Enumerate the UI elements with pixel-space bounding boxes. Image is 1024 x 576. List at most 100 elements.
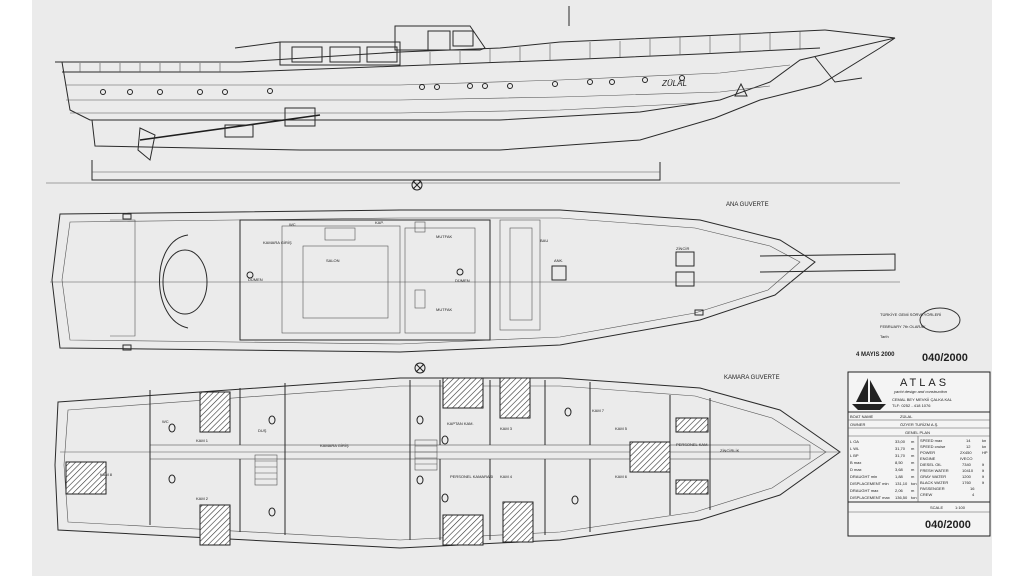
title-address-1: CEMAL BEY MEVKİİ ÇALKA KAL xyxy=(892,397,953,402)
title-scale-label: SCALE xyxy=(930,505,943,510)
cabin-entry-label: KAMARA GİRİŞ xyxy=(320,443,349,448)
aft-sofa-curve xyxy=(159,234,189,329)
spec-right-4-unit: lt xyxy=(982,462,985,467)
main-deck-outline xyxy=(51,209,816,353)
bed-cabin-7 xyxy=(629,441,671,473)
title-owner-label: OWNER xyxy=(850,422,865,427)
main-cabin-entry-label: KAMARA GİRİŞ xyxy=(263,240,292,245)
spec-left-2-unit: m xyxy=(911,453,915,458)
stamp-line-1: TÜRKİYE GEMİ SÖRVEYÖRLERİ xyxy=(880,312,941,317)
cabin-shower-label: DUŞ xyxy=(258,428,267,433)
anchor-winch-1 xyxy=(675,251,695,267)
main-chain-label: ZİNCİR xyxy=(676,246,689,251)
spec-left-6-value: 131,10 xyxy=(895,481,908,486)
title-subtitle: yacht design and construction xyxy=(893,389,948,394)
portholes xyxy=(100,75,685,95)
spec-right-2-unit: HP xyxy=(982,450,988,455)
steering-wheel xyxy=(246,271,254,279)
title-brand: ATLAS xyxy=(900,377,949,389)
bed-cabin-4 xyxy=(499,377,531,419)
cabin-label-kam4: KAM 4 xyxy=(500,474,513,479)
spec-left-5-unit: m xyxy=(911,474,915,479)
bed-aft-master xyxy=(65,461,107,495)
cleat-fwd-port xyxy=(694,309,704,316)
spec-right-2-key: POWER xyxy=(920,450,935,455)
main-galley-label-2: MUTFAK xyxy=(436,307,453,312)
bed-cabin-5 xyxy=(442,514,484,546)
stamp-line-2: FEBRUARY 7th OLARAK xyxy=(880,324,926,329)
engine-block xyxy=(224,124,254,138)
bed-cabin-3 xyxy=(442,377,484,409)
spec-left-7-unit: m xyxy=(911,488,915,493)
spec-left-0-key: L OA xyxy=(850,439,859,444)
spec-right-1-unit: kn xyxy=(982,444,986,449)
stamp-seal xyxy=(919,307,961,333)
main-mast-step xyxy=(456,268,464,276)
approval-stamp: TÜRKİYE GEMİ SÖRVEYÖRLERİ FEBRUARY 7th O… xyxy=(856,307,968,364)
spec-right-3-value: IVECO xyxy=(960,456,972,461)
cabin-label-kaptan: KAPTAN KAM. xyxy=(447,421,474,426)
hull-name-label: ZÜLAL xyxy=(661,79,687,88)
spec-left-6-key: DISPLACEMENT min xyxy=(850,481,889,486)
galley-stove xyxy=(414,289,426,309)
cleat-aft-port xyxy=(122,344,132,351)
spec-right-7-unit: lt xyxy=(982,480,985,485)
spec-right-8-key: PASSENGER xyxy=(920,486,945,491)
spec-left-8-value: 136,50 xyxy=(895,495,908,500)
section-cross-marker-1 xyxy=(411,179,423,191)
spec-left-7-value: 2,06 xyxy=(895,488,904,493)
forward-hatch xyxy=(551,265,567,281)
cabin-label-personel-2: PERSONEL KAM. xyxy=(676,442,709,447)
spec-table-right: SPEED max 14 kn SPEED cruise 12 kn POWER… xyxy=(920,438,988,497)
main-deck-plan: ANA GUVERTE SALON MUTFAK MUTFAK DÜMEN DÜ… xyxy=(50,202,900,353)
spec-left-5-value: 1,88 xyxy=(895,474,904,479)
galley xyxy=(404,227,476,334)
spec-right-4-key: DIESEL OIL xyxy=(920,462,942,467)
cabin-label-kam5: KAM 5 xyxy=(615,426,628,431)
spec-left-4-key: D max xyxy=(850,467,862,472)
main-deck-title: ANA GUVERTE xyxy=(726,202,769,208)
bulwark-rail xyxy=(62,29,826,63)
spec-left-4-value: 3,68 xyxy=(895,467,904,472)
spec-left-2-value: 31,70 xyxy=(895,453,906,458)
bed-cabin-1 xyxy=(199,391,231,433)
spec-right-1-value: 12 xyxy=(966,444,971,449)
spec-left-3-value: 8,50 xyxy=(895,460,904,465)
logo-mark-hull xyxy=(734,82,748,97)
spec-right-4-value: 7340 xyxy=(962,462,972,467)
title-address-2: TLF: 0252 - 418 1076 xyxy=(892,403,931,408)
spec-right-6-key: GRAY WATER xyxy=(920,474,946,479)
spec-left-3-unit: m xyxy=(911,460,915,465)
bow-detail xyxy=(814,56,863,83)
cabin-deck-inner-line xyxy=(63,385,827,541)
title-drawing-number: 040/2000 xyxy=(925,519,971,531)
spec-right-5-unit: lt xyxy=(982,468,985,473)
title-boat-name: ZÜLAL xyxy=(900,414,913,419)
bowsprit-plan xyxy=(759,253,896,273)
spec-table-left: L OA 33,00 m L WL 31,70 m L BP 31,70 m B… xyxy=(850,439,917,500)
wheelhouse-window xyxy=(452,30,474,47)
main-bau-label: BAU xyxy=(540,238,548,243)
cabin-label-kam8: KAM 8 xyxy=(100,472,113,477)
main-galley-label: MUTFAK xyxy=(436,234,453,239)
cabin-label-kam2: KAM 2 xyxy=(196,496,209,501)
title-block: ATLAS yacht design and construction CEMA… xyxy=(847,371,991,537)
spec-left-1-value: 31,70 xyxy=(895,446,906,451)
side-profile-view: ZÜLAL xyxy=(55,6,896,181)
spec-right-9-key: CREW xyxy=(920,492,932,497)
spec-left-0-value: 33,00 xyxy=(895,439,906,444)
stamp-number: 040/2000 xyxy=(922,352,968,364)
companionway-stairs xyxy=(254,439,438,486)
deck-line xyxy=(62,47,821,73)
aft-seating xyxy=(110,219,136,337)
cabin-wc-label: WC xyxy=(162,419,169,424)
stamp-line-3: Tarih xyxy=(880,334,889,339)
spec-right-7-key: BLACK WATER xyxy=(920,480,948,485)
spec-right-6-unit: lt xyxy=(982,474,985,479)
deckhouse-window-1 xyxy=(291,46,323,63)
section-cross-marker-2 xyxy=(414,362,426,374)
spec-left-4-unit: m xyxy=(911,467,915,472)
deckhouse xyxy=(279,41,401,66)
cleat-aft-stbd xyxy=(122,213,132,220)
